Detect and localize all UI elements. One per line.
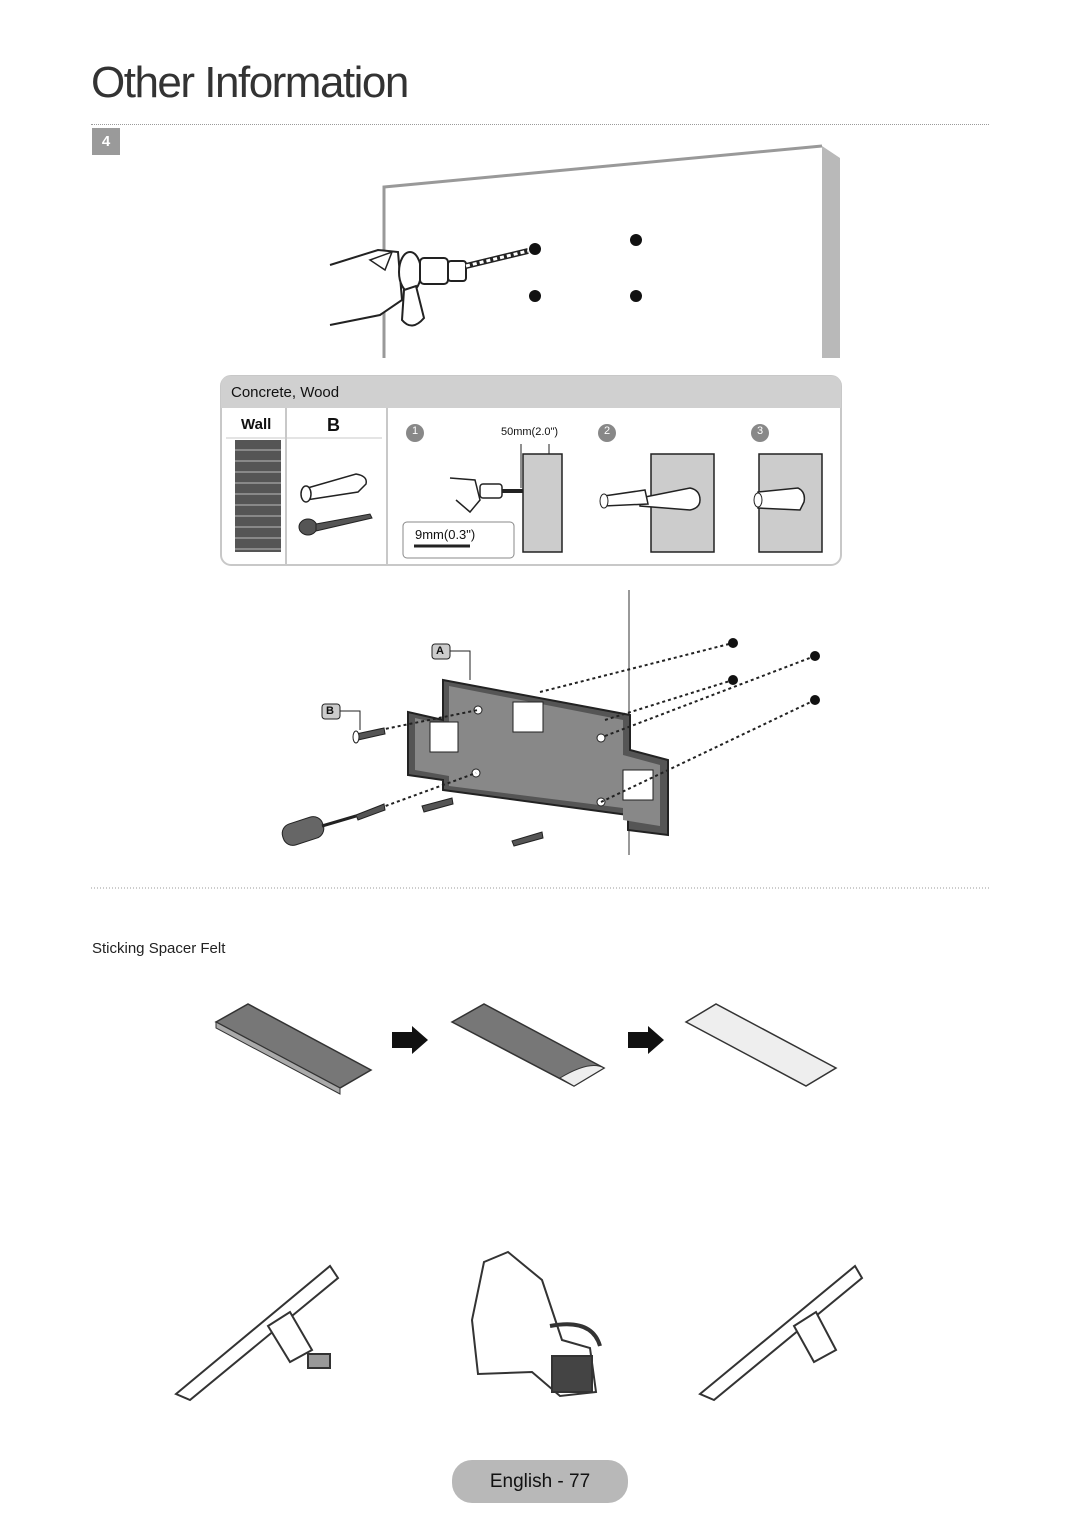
step-number-badge: 4 — [92, 128, 120, 155]
anchor-instructions-panel — [220, 375, 842, 566]
wall-label: Wall — [241, 416, 272, 433]
divider-top — [91, 124, 989, 125]
drill-diameter-label: 9mm(0.3") — [415, 527, 476, 542]
screw-label-b: B — [326, 705, 334, 717]
drill-depth-label: 50mm(2.0") — [501, 426, 559, 438]
page-title: Other Information — [91, 58, 409, 107]
arrow-right-icon — [392, 1026, 428, 1054]
felt-caption: Sticking Spacer Felt — [92, 940, 226, 957]
spacer-felt-illustration — [214, 1003, 838, 1095]
step-1-number: 1 — [411, 425, 419, 437]
panel-header: Concrete, Wood — [231, 384, 340, 401]
wall-drill-illustration — [329, 144, 840, 358]
page-number-footer: English - 77 — [452, 1460, 628, 1503]
step-2-number: 2 — [603, 425, 611, 437]
anchor-label: B — [327, 415, 340, 435]
step-3-number: 3 — [756, 425, 764, 437]
bracket-mount-illustration — [281, 590, 820, 855]
bracket-label-a: A — [436, 645, 444, 657]
stand-illustration — [174, 1250, 864, 1402]
